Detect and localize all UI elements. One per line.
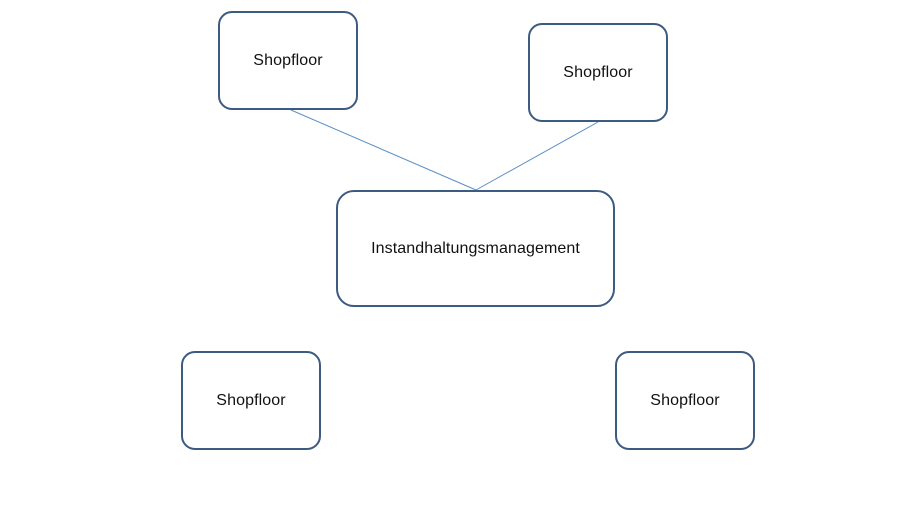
node-label: Shopfloor <box>650 391 720 409</box>
connector-top-left-to-center <box>290 109 477 191</box>
node-label: Shopfloor <box>216 391 286 409</box>
node-shopfloor-bottom-left[interactable]: Shopfloor <box>181 351 321 450</box>
connector-top-right-to-center <box>475 121 599 191</box>
node-label: Shopfloor <box>563 63 633 81</box>
node-label: Shopfloor <box>253 51 323 69</box>
node-shopfloor-top-left[interactable]: Shopfloor <box>218 11 358 110</box>
node-label: Instandhaltungsmanagement <box>371 239 580 257</box>
node-shopfloor-top-right[interactable]: Shopfloor <box>528 23 668 122</box>
node-instandhaltungsmanagement[interactable]: Instandhaltungsmanagement <box>336 190 615 307</box>
node-shopfloor-bottom-right[interactable]: Shopfloor <box>615 351 755 450</box>
